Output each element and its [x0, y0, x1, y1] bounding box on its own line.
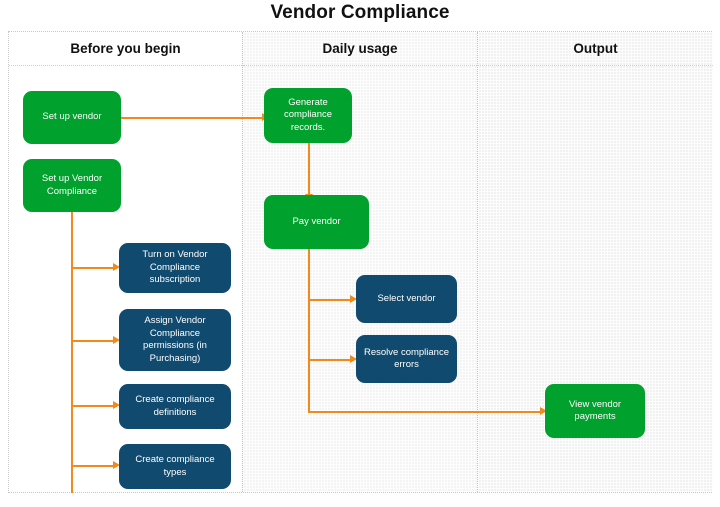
lane-header-divider [243, 65, 477, 66]
swimlane-container: Before you begin Daily usage Output [8, 31, 713, 493]
edge-stem-to-turn-on-subscription [71, 267, 117, 269]
node-label: Assign Vendor Compliance permissions (in… [143, 315, 207, 364]
node-label: Set up vendor [42, 111, 102, 123]
arrowhead-select-vendor [350, 295, 357, 303]
node-assign-permissions[interactable]: Assign Vendor Compliance permissions (in… [119, 309, 231, 371]
node-label: Turn on Vendor Compliance subscription [142, 249, 208, 286]
lane-header-output: Output [573, 41, 618, 56]
node-label: Generate compliance records. [283, 96, 333, 133]
node-create-compliance-definitions[interactable]: Create compliance definitions [119, 384, 231, 429]
node-label: View vendor payments [568, 398, 622, 423]
node-turn-on-subscription[interactable]: Turn on Vendor Compliance subscription [119, 243, 231, 293]
node-create-compliance-types[interactable]: Create compliance types [119, 444, 231, 489]
node-view-vendor-payments[interactable]: View vendor payments [545, 384, 645, 438]
arrowhead-view-vendor-payments [540, 407, 547, 415]
edge-stem-to-assign-permissions [71, 340, 117, 342]
node-set-up-vendor[interactable]: Set up vendor [23, 91, 121, 144]
node-resolve-compliance-errors[interactable]: Resolve compliance errors [356, 335, 457, 383]
node-pay-vendor[interactable]: Pay vendor [264, 195, 369, 249]
node-select-vendor[interactable]: Select vendor [356, 275, 457, 323]
node-set-up-vendor-compliance[interactable]: Set up Vendor Compliance [23, 159, 121, 212]
arrowhead-assign-permissions [113, 336, 120, 344]
page-title: Vendor Compliance [270, 2, 450, 23]
arrowhead-create-types [113, 461, 120, 469]
edge-stem-vendor-compliance [71, 212, 73, 493]
lane-header-divider [9, 65, 242, 66]
edge-stem-to-resolve-errors [308, 359, 354, 361]
edge-generate-records-to-pay-vendor [308, 143, 310, 200]
edge-stem-to-create-types [71, 465, 117, 467]
node-label: Select vendor [377, 292, 436, 304]
edge-stem-pay-vendor [308, 249, 310, 413]
node-label: Pay vendor [292, 215, 341, 227]
node-label: Set up Vendor Compliance [41, 173, 103, 197]
lane-header-before-you-begin: Before you begin [70, 41, 181, 56]
node-label: Resolve compliance errors [363, 346, 449, 371]
lane-header-divider [478, 65, 713, 66]
edge-stem-to-view-vendor-payments [308, 411, 542, 413]
edge-set-up-vendor-to-generate-records [121, 117, 264, 119]
arrowhead-create-definitions [113, 401, 120, 409]
node-label: Create compliance definitions [135, 394, 215, 418]
edge-stem-to-create-definitions [71, 405, 117, 407]
arrowhead-turn-on-subscription [113, 263, 120, 271]
lane-header-daily-usage: Daily usage [322, 41, 398, 56]
arrowhead-resolve-errors [350, 355, 357, 363]
node-label: Create compliance types [135, 454, 215, 478]
node-generate-compliance-records[interactable]: Generate compliance records. [264, 88, 352, 143]
edge-stem-to-select-vendor [308, 299, 354, 301]
